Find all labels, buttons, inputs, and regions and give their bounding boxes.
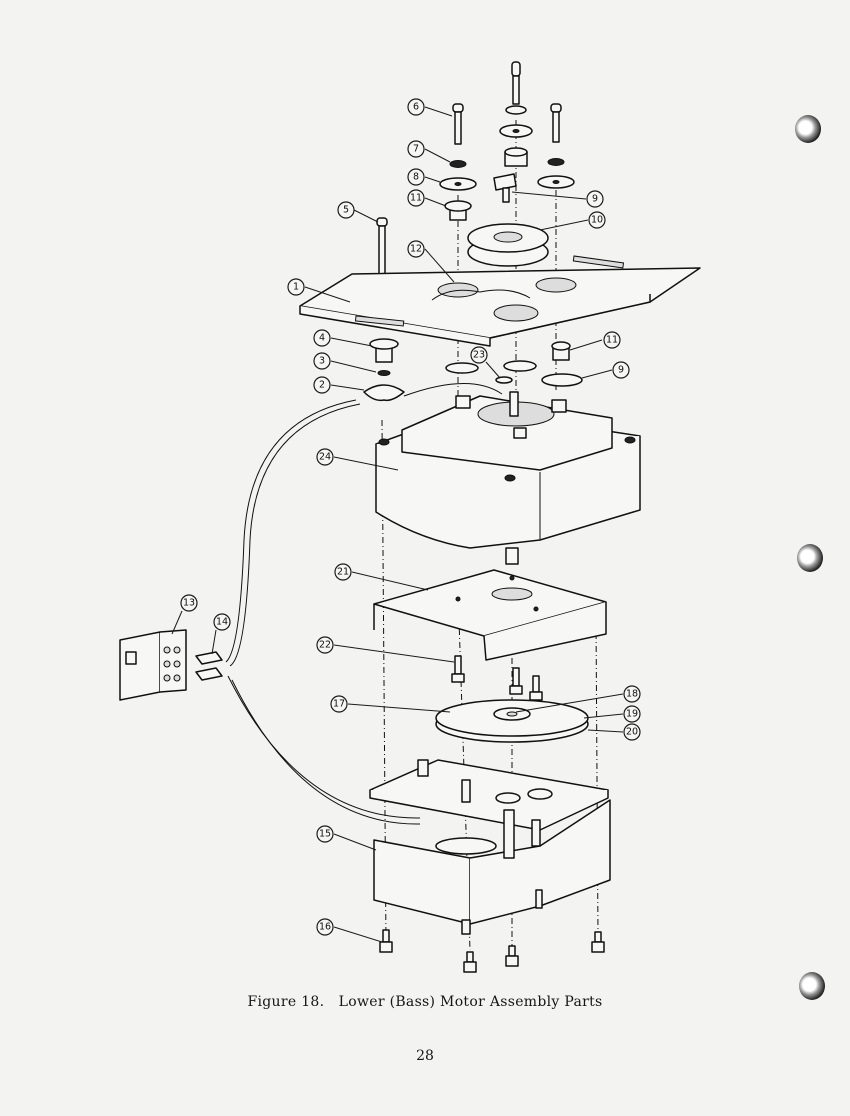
svg-text:7: 7 [413,144,419,155]
bottom-screws [379,929,605,973]
svg-text:18: 18 [626,689,638,700]
svg-text:24: 24 [319,452,331,463]
callout-2: 2 [313,376,331,394]
svg-text:3: 3 [319,356,325,367]
callout-19: 19 [623,705,641,723]
callout-18: 18 [623,685,641,703]
svg-text:2: 2 [319,380,325,391]
binder-hole-top [795,115,821,143]
svg-text:21: 21 [337,567,349,578]
motor-mount-bracket [373,569,607,661]
svg-text:14: 14 [216,617,228,628]
callout-13: 13 [180,594,198,612]
turntable-disc [435,699,589,743]
svg-text:13: 13 [183,598,195,609]
callout-14: 14 [213,613,231,631]
bracket-screws [451,655,543,701]
top-plate [299,255,701,347]
svg-text:8: 8 [413,172,419,183]
callout-9-bottom: 9 [612,361,630,379]
svg-text:4: 4 [319,333,325,344]
callout-20: 20 [623,723,641,741]
svg-text:17: 17 [333,699,345,710]
wiring-harness [225,383,503,825]
callout-11-bottom: 11 [603,331,621,349]
svg-text:11: 11 [606,335,618,346]
svg-text:6: 6 [413,102,419,113]
callout-15: 15 [316,825,334,843]
callout-12: 12 [407,240,425,258]
figure-caption: Figure 18. Lower (Bass) Motor Assembly P… [0,994,850,1010]
svg-text:11: 11 [410,193,422,204]
callout-5: 5 [337,201,355,219]
callout-21: 21 [334,563,352,581]
figure-title: Lower (Bass) Motor Assembly Parts [338,994,603,1010]
callout-24: 24 [316,448,334,466]
callout-11-top: 11 [407,189,425,207]
svg-text:23: 23 [473,350,485,361]
svg-text:9: 9 [618,365,624,376]
svg-text:9: 9 [592,194,598,205]
top-hardware [376,61,575,277]
callout-16: 16 [316,918,334,936]
svg-text:19: 19 [626,709,638,720]
callout-4: 4 [313,329,331,347]
callout-1: 1 [287,278,305,296]
svg-text:12: 12 [410,244,422,255]
callout-leaders [171,106,624,943]
svg-text:16: 16 [319,922,331,933]
callout-17: 17 [330,695,348,713]
svg-text:1: 1 [293,282,299,293]
callout-23: 23 [470,346,488,364]
binder-hole-bottom [799,972,825,1000]
callout-22: 22 [316,636,334,654]
callout-8: 8 [407,168,425,186]
svg-text:20: 20 [626,727,638,738]
callout-9-top: 9 [586,190,604,208]
under-plate-hardware [363,338,583,402]
svg-text:10: 10 [591,215,603,226]
svg-text:15: 15 [319,829,331,840]
callout-7: 7 [407,140,425,158]
terminal-block [119,629,223,701]
lower-motor [369,759,611,935]
svg-text:22: 22 [319,640,331,651]
callout-3: 3 [313,352,331,370]
binder-hole-middle [797,544,823,572]
callouts: 6 7 8 11 9 10 5 12 1 4 3 2 11 9 23 24 21… [180,98,641,936]
upper-motor [375,391,641,565]
callout-6: 6 [407,98,425,116]
callout-10: 10 [588,211,606,229]
page-number: 28 [416,1048,434,1064]
figure-label: Figure 18. [247,994,325,1010]
svg-text:5: 5 [343,205,349,216]
